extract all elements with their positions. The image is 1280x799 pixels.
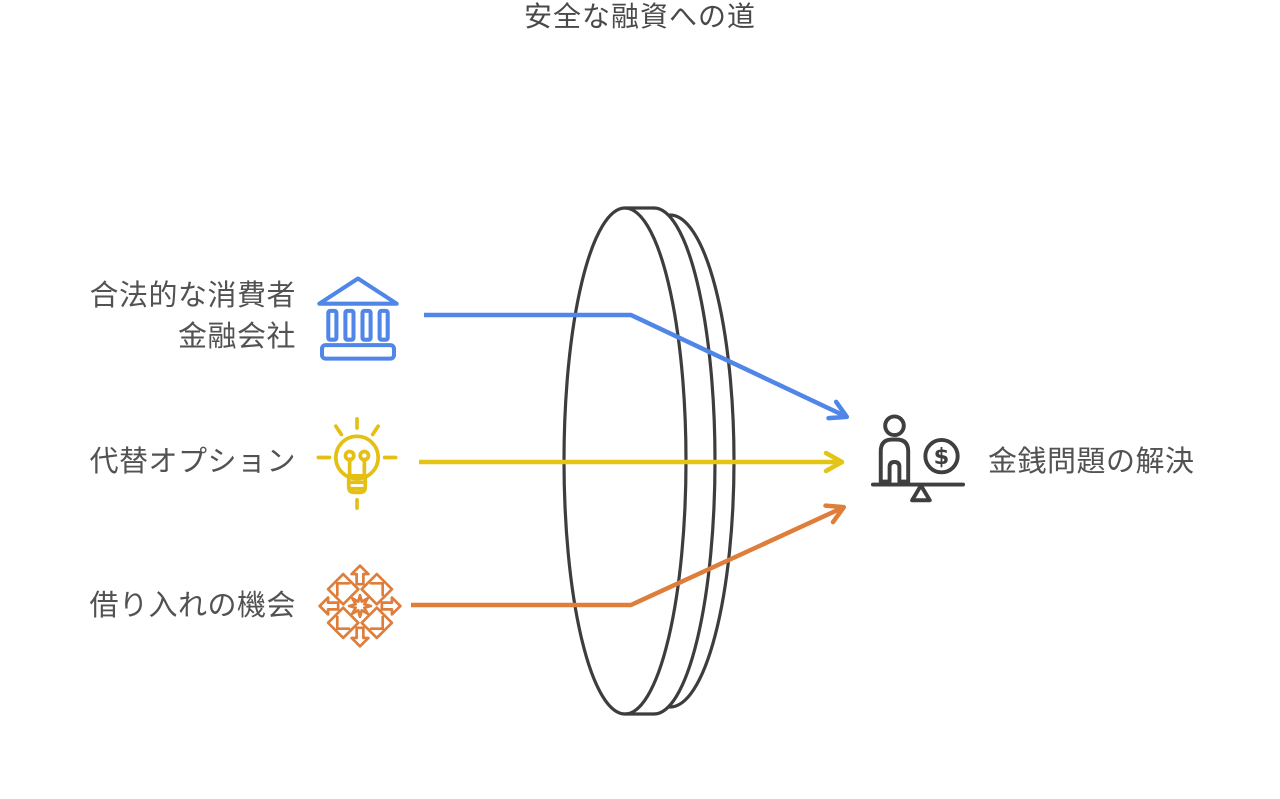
dollar-sign-glyph: $ bbox=[934, 444, 950, 470]
blue-flow-arrow bbox=[424, 312, 850, 421]
source-label-borrowing-opportunity: 借り入れの機会 bbox=[89, 590, 296, 622]
lens-rim-edges bbox=[623, 206, 656, 716]
lightbulb-icon bbox=[311, 416, 403, 510]
page-title: 安全な融資への道 bbox=[523, 1, 756, 32]
outcome-label: 金銭問題の解決 bbox=[988, 446, 1195, 478]
orange-flow-arrow bbox=[411, 503, 847, 608]
source-label-finance-company: 合法的な消費者 金融会社 bbox=[0, 276, 296, 358]
source-label-alternative-options: 代替オプション bbox=[89, 446, 296, 478]
balance-icon-strokes bbox=[870, 414, 966, 503]
lightbulb-icon-strokes bbox=[316, 417, 398, 510]
bank-icon-strokes bbox=[317, 276, 399, 361]
person-money-balance-icon: $ bbox=[868, 414, 968, 512]
source-label-finance-company-line2: 金融会社 bbox=[177, 321, 296, 353]
geometric-ornament-icon bbox=[318, 564, 402, 648]
source-label-finance-company-line1: 合法的な消費者 bbox=[89, 280, 296, 312]
geometric-ornament-strokes bbox=[318, 564, 402, 648]
bank-icon bbox=[313, 272, 403, 366]
